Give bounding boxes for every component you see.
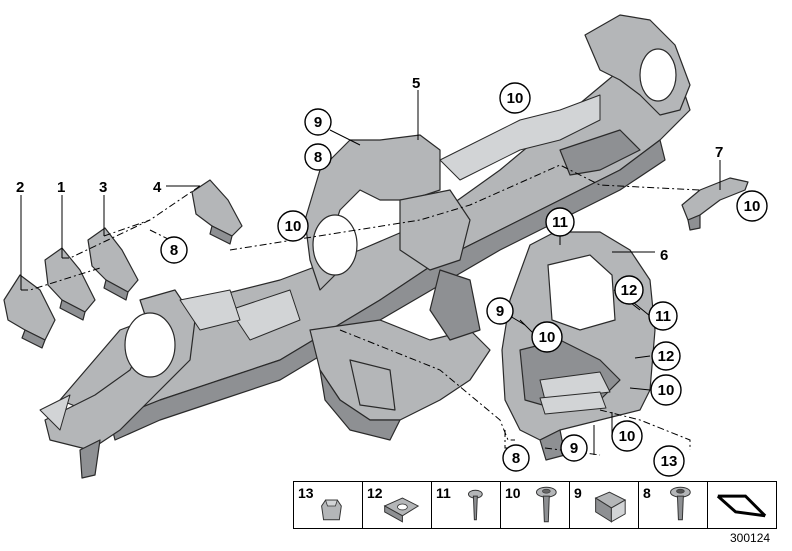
expanding-rivet-icon [467, 489, 483, 521]
callout-10f: 10 [611, 420, 643, 452]
svg-text:9: 9 [314, 114, 322, 131]
legend-number: 12 [367, 485, 383, 501]
svg-text:10: 10 [507, 90, 524, 107]
svg-text:10: 10 [539, 329, 556, 346]
svg-text:8: 8 [314, 149, 322, 166]
svg-text:12: 12 [621, 282, 638, 299]
callout-11b: 11 [648, 301, 678, 331]
label-1: 1 [57, 179, 65, 196]
callout-8b: 8 [304, 143, 332, 171]
callout-10e: 10 [650, 374, 682, 406]
legend-cell-symbol [708, 482, 776, 528]
callout-13: 13 [653, 445, 685, 477]
bracket-2 [3, 274, 56, 349]
callout-11a: 11 [545, 207, 575, 237]
legend-number: 11 [436, 485, 451, 501]
cage-nut-icon [594, 491, 627, 523]
callout-10d: 10 [531, 321, 563, 353]
legend-number: 9 [574, 485, 582, 501]
svg-text:8: 8 [512, 450, 520, 467]
callout-10b: 10 [277, 210, 309, 242]
svg-text:10: 10 [658, 382, 675, 399]
callout-12a: 12 [614, 275, 644, 305]
svg-text:12: 12 [658, 348, 675, 365]
legend-number: 8 [643, 485, 651, 501]
label-5: 5 [412, 75, 420, 92]
callout-10a: 10 [499, 82, 531, 114]
callout-12b: 12 [651, 341, 681, 371]
bracket-4 [191, 179, 243, 245]
callout-8c: 8 [502, 444, 530, 472]
callout-9b: 9 [486, 297, 514, 325]
legend-number: 13 [298, 485, 314, 501]
svg-text:9: 9 [570, 440, 578, 457]
svg-text:11: 11 [655, 308, 671, 325]
svg-text:13: 13 [661, 453, 678, 470]
label-3: 3 [99, 179, 107, 196]
callout-10c: 10 [736, 190, 768, 222]
callout-9a: 9 [304, 108, 332, 136]
torx-screw-icon [670, 486, 691, 521]
arrow-symbol-icon [716, 494, 767, 518]
svg-text:11: 11 [552, 214, 568, 231]
label-2: 2 [16, 179, 24, 196]
svg-text:10: 10 [285, 218, 302, 235]
label-6: 6 [660, 247, 668, 264]
holder-7 [681, 177, 749, 231]
svg-text:9: 9 [496, 303, 504, 320]
legend-cell-9: 9 [570, 482, 639, 528]
spring-nut-icon [383, 497, 420, 523]
legend-cell-12: 12 [363, 482, 432, 528]
dash-dot-lines [21, 164, 701, 456]
fastener-legend: 13 12 11 10 9 [293, 481, 777, 529]
bracket-3 [87, 227, 139, 301]
svg-text:8: 8 [170, 242, 178, 259]
legend-number: 10 [505, 485, 521, 501]
legend-cell-11: 11 [432, 482, 501, 528]
label-4: 4 [153, 179, 162, 196]
legend-cell-10: 10 [501, 482, 570, 528]
legend-cell-13: 13 [294, 482, 363, 528]
bracket-1 [44, 247, 96, 321]
svg-text:10: 10 [744, 198, 761, 215]
callout-9c: 9 [560, 434, 588, 462]
clip-nut-icon [321, 499, 342, 521]
label-7: 7 [715, 144, 723, 161]
svg-text:10: 10 [619, 428, 636, 445]
reference-number: 300124 [730, 531, 771, 545]
legend-cell-8: 8 [639, 482, 708, 528]
callout-8a: 8 [160, 236, 188, 264]
collar-screw-icon [535, 486, 557, 523]
